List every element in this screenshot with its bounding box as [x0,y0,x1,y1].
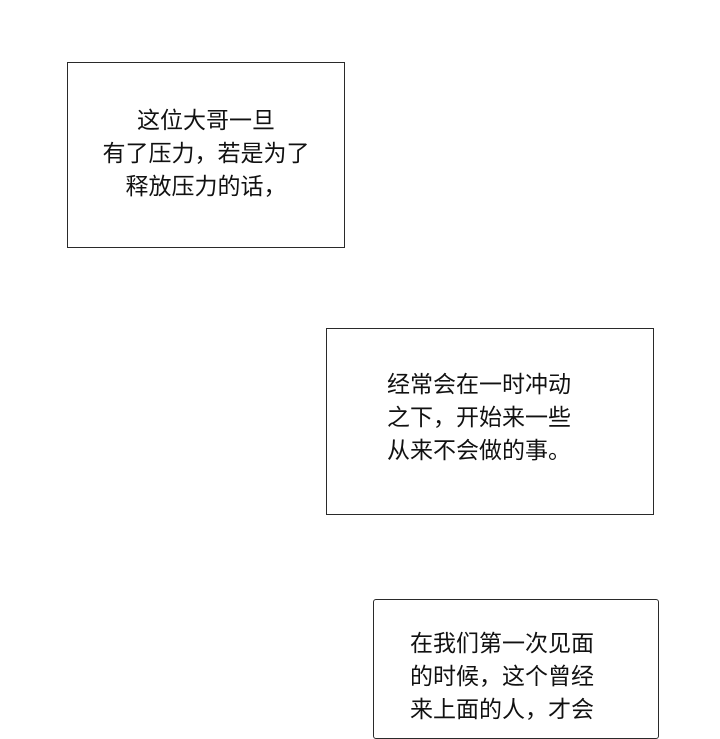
narration-box-3: 在我们第一次见面的时候，这个曾经来上面的人，才会 [373,599,659,739]
narration-box-1: 这位大哥一旦有了压力，若是为了释放压力的话， [67,62,345,248]
narration-line: 从来不会做的事。 [387,438,571,464]
narration-line: 释放压力的话， [125,174,287,200]
narration-line: 在我们第一次见面 [410,631,594,657]
narration-line: 的时候，这个曾经 [410,664,594,690]
narration-box-2: 经常会在一时冲动之下，开始来一些从来不会做的事。 [326,328,654,515]
narration-line: 之下，开始来一些 [387,405,571,431]
narration-line: 经常会在一时冲动 [387,372,571,398]
narration-text-1: 这位大哥一旦有了压力，若是为了释放压力的话， [68,105,344,204]
narration-text-3: 在我们第一次见面的时候，这个曾经来上面的人，才会 [410,628,594,727]
narration-line: 来上面的人，才会 [410,697,594,723]
narration-line: 这位大哥一旦 [137,108,275,134]
narration-text-2: 经常会在一时冲动之下，开始来一些从来不会做的事。 [387,369,571,468]
narration-line: 有了压力，若是为了 [102,141,310,167]
